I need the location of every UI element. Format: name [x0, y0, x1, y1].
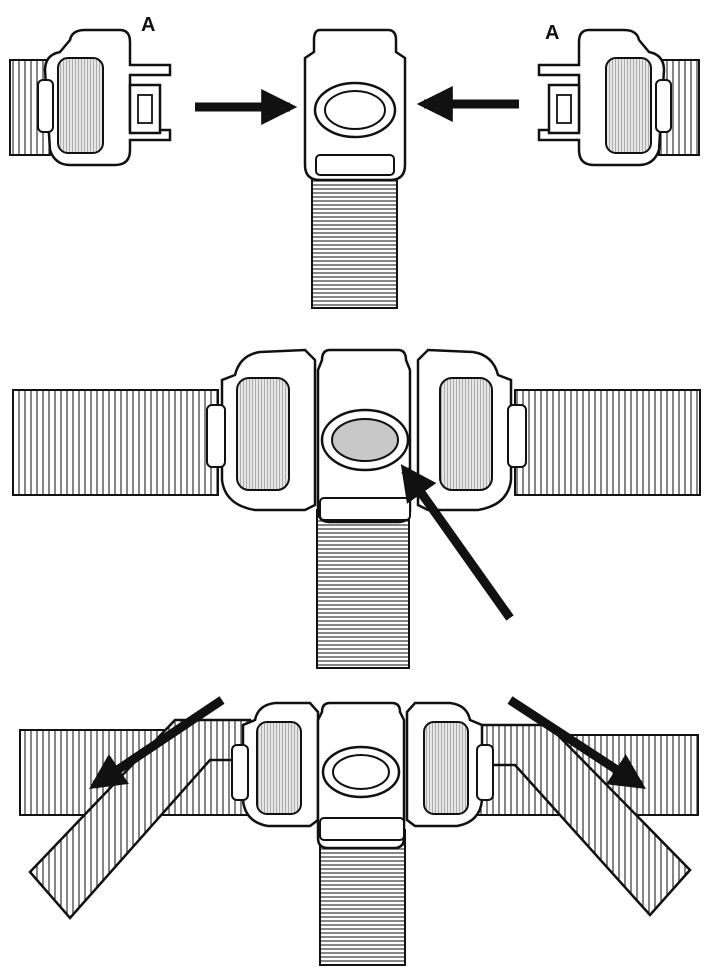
center-buckle — [316, 701, 406, 850]
center-buckle — [303, 28, 407, 309]
crotch-strap — [319, 829, 406, 966]
right-buckle-tongue — [405, 701, 494, 828]
left-buckle-tongue — [37, 28, 172, 167]
press-arrow — [400, 464, 514, 621]
release-button-pressed — [331, 418, 399, 462]
right-strap — [514, 389, 701, 496]
right-buckle-tongue — [537, 28, 672, 167]
step-1-insert — [9, 28, 700, 309]
right-buckle-tongue — [416, 348, 527, 512]
insert-arrows — [195, 86, 519, 125]
left-strap — [12, 389, 219, 496]
label-a-left: A — [141, 14, 156, 36]
label-a-right: A — [545, 22, 560, 44]
step-3-pull-apart — [19, 696, 699, 966]
pull-arrow-left — [89, 696, 225, 790]
step-2-press-release — [12, 348, 701, 669]
left-buckle-tongue — [206, 348, 317, 512]
left-buckle-tongue — [231, 701, 320, 828]
crotch-strap — [316, 509, 410, 669]
center-buckle — [316, 348, 412, 524]
pull-arrow-right — [507, 696, 647, 789]
